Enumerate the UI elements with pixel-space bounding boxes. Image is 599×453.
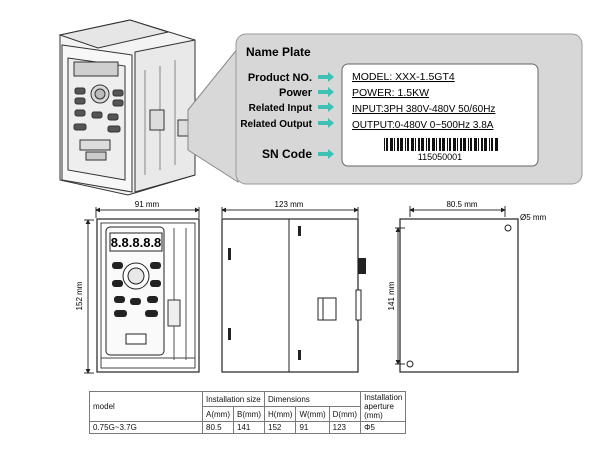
subheader-h: H(mm) bbox=[263, 406, 297, 422]
dim-front-height: 152 mm bbox=[75, 281, 84, 310]
table-header-row: model Installation size Dimensions Insta… bbox=[89, 391, 407, 422]
cell-d: 123 bbox=[328, 421, 362, 434]
dim-hole-diameter: Ø5 mm bbox=[520, 213, 547, 222]
arrow-icon bbox=[318, 87, 334, 97]
side-view: 123 mm bbox=[221, 200, 366, 373]
barcode bbox=[384, 138, 498, 151]
arrow-icon bbox=[318, 118, 334, 128]
cell-b: 141 bbox=[233, 421, 265, 434]
label-related-input: Related Input bbox=[249, 103, 313, 114]
keypad-display: 8.8.8.8.8 bbox=[111, 235, 162, 250]
name-plate-panel: Name Plate Product NO. Power Related Inp… bbox=[235, 33, 583, 185]
sn-number: 115050001 bbox=[418, 152, 462, 162]
dim-side-depth: 123 mm bbox=[275, 200, 304, 209]
back-view: 80.5 mm Ø5 mm 141 mm bbox=[387, 200, 547, 373]
cell-w: 91 bbox=[295, 421, 330, 434]
dim-back-width: 80.5 mm bbox=[446, 200, 477, 209]
header-installation-size: Installation size bbox=[202, 391, 265, 407]
label-related-output: Related Output bbox=[240, 119, 312, 130]
subheader-w: W(mm) bbox=[295, 406, 330, 422]
arrow-icon bbox=[318, 149, 334, 159]
subheader-b: B(mm) bbox=[233, 406, 265, 422]
header-aperture: Installation aperture (mm) bbox=[360, 391, 407, 422]
label-product-no: Product NO. bbox=[248, 72, 312, 84]
dim-front-width: 91 mm bbox=[135, 200, 160, 209]
callout-lines bbox=[187, 46, 239, 183]
value-input: INPUT:3PH 380V-480V 50/60Hz bbox=[352, 104, 495, 115]
subheader-a: A(mm) bbox=[202, 406, 234, 422]
value-power: POWER: 1.5KW bbox=[352, 87, 429, 99]
arrow-icon bbox=[318, 72, 334, 82]
cell-model: 0.75G~3.7G bbox=[89, 421, 203, 434]
aperture-line-3: (mm) bbox=[364, 411, 383, 420]
value-output: OUTPUT:0-480V 0~500Hz 3.8A bbox=[352, 120, 494, 131]
name-plate-title: Name Plate bbox=[246, 45, 311, 59]
arrow-icon bbox=[318, 102, 334, 112]
inverter-3d-view bbox=[58, 19, 196, 196]
label-power: Power bbox=[279, 87, 313, 99]
dim-back-height: 141 mm bbox=[387, 281, 396, 310]
aperture-line-2: aperture bbox=[364, 402, 394, 411]
inverter-drawing: Name Plate Product NO. Power Related Inp… bbox=[58, 19, 583, 374]
header-dimensions: Dimensions bbox=[263, 391, 362, 407]
spec-table: model Installation size Dimensions Insta… bbox=[89, 391, 407, 434]
cell-a: 80.5 bbox=[202, 421, 234, 434]
value-model: MODEL: XXX-1.5GT4 bbox=[352, 71, 455, 83]
cell-h: 152 bbox=[263, 421, 297, 434]
header-model: model bbox=[89, 391, 203, 422]
front-view: 91 mm 152 mm 8.8.8.8.8 bbox=[75, 200, 200, 374]
name-plate-arrows bbox=[318, 72, 334, 159]
subheader-d: D(mm) bbox=[328, 406, 362, 422]
aperture-line-1: Installation bbox=[364, 393, 403, 402]
label-sn-code: SN Code bbox=[262, 147, 312, 161]
cell-aperture: Φ5 bbox=[360, 421, 407, 434]
table-row: 0.75G~3.7G 80.5 141 152 91 123 Φ5 bbox=[89, 421, 407, 434]
